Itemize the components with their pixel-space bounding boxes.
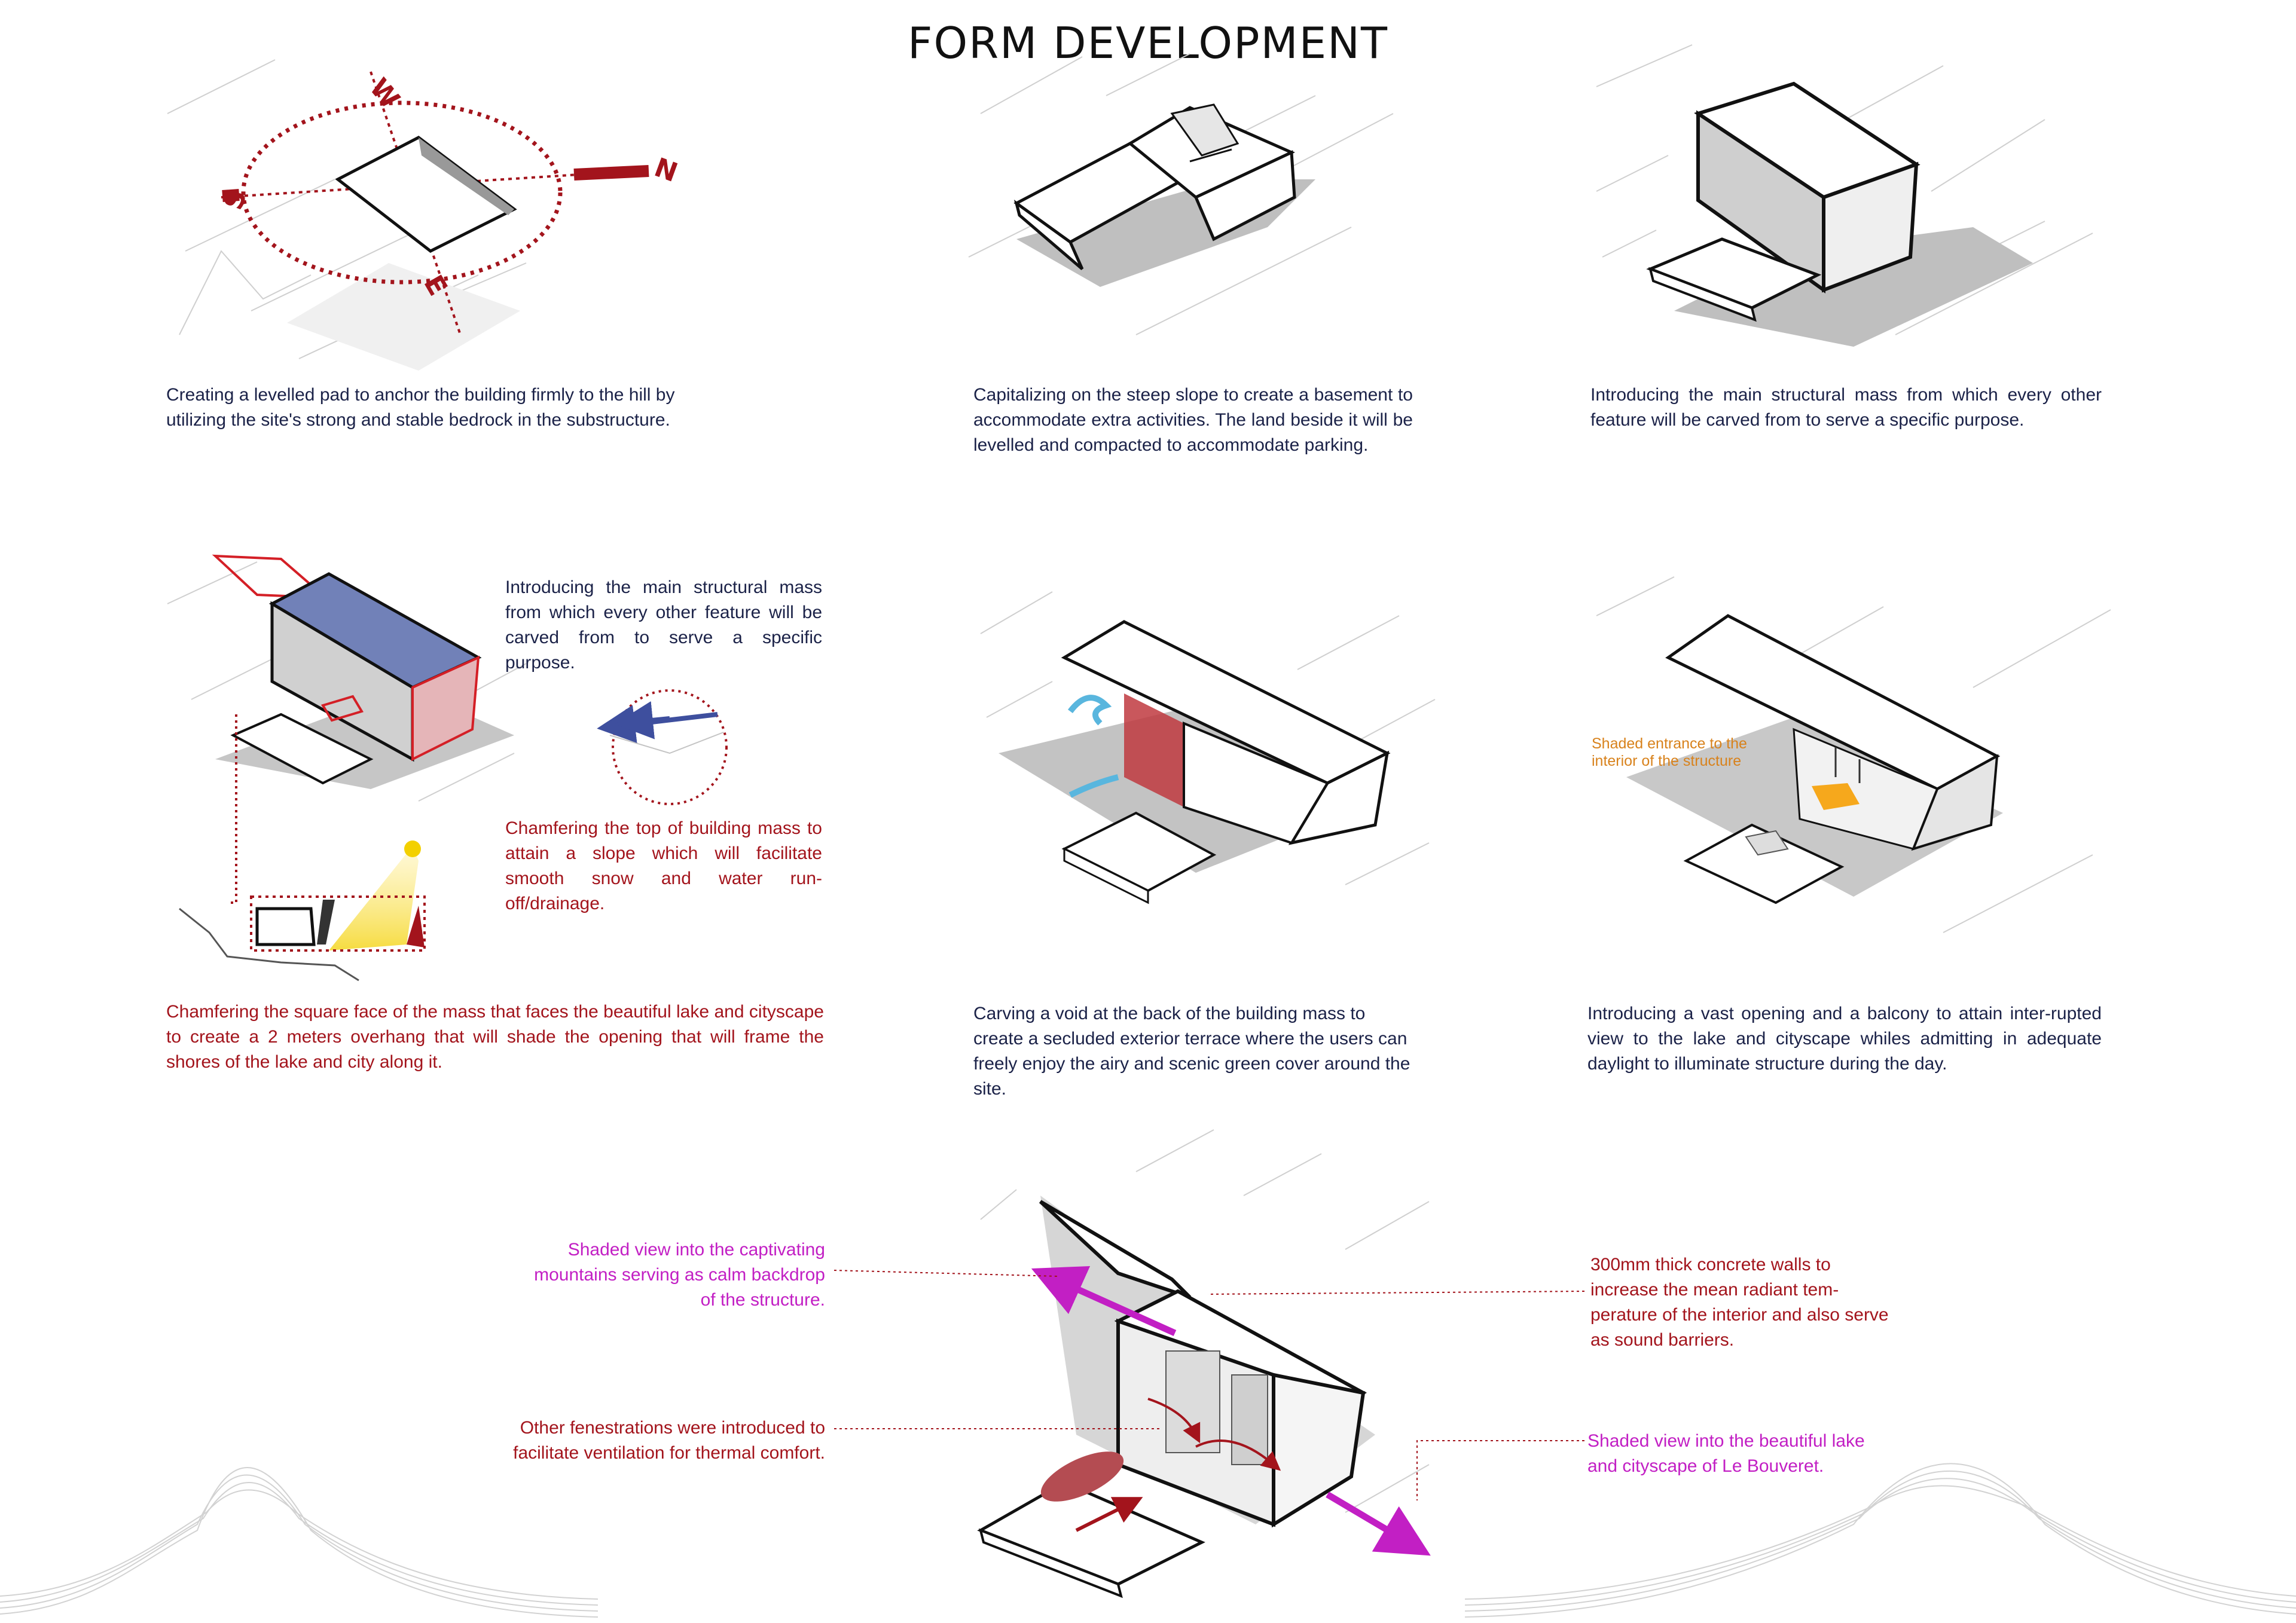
final-lake-view-caption: Shaded view into the beautiful lake and … xyxy=(1587,1431,1865,1476)
step6-caption: Introducing a vast opening and a balcony… xyxy=(1587,1004,2102,1074)
compass-south-label: S xyxy=(218,185,254,213)
step1-levelled-pad-diagram: N S W E xyxy=(167,59,682,371)
compass-north-label: N xyxy=(651,152,682,188)
step3-caption: Introducing the main structural mass fro… xyxy=(1590,385,2102,430)
mountain-contours xyxy=(0,1463,2296,1618)
final-mountain-view-caption: Shaded view into the captivating mountai… xyxy=(534,1240,825,1310)
step5-caption: Carving a void at the back of the buildi… xyxy=(973,1004,1410,1099)
step6-opening-diagram xyxy=(1596,576,2111,933)
step4-chamfer-top-caption: Chamfering the top of building mass to a… xyxy=(505,818,822,913)
final-fenestrations-caption: Other fenestrations were introduced to f… xyxy=(513,1418,825,1463)
step6-entrance-label: Shaded entrance to the interior of the s… xyxy=(1592,735,1747,769)
final-concrete-walls-caption: 300mm thick concrete walls to increase t… xyxy=(1590,1255,1889,1350)
step3-main-mass-diagram xyxy=(1596,44,2093,347)
step4-chamfer-face-caption: Chamfering the square face of the mass t… xyxy=(166,1002,824,1072)
step2-caption: Capitalizing on the steep slope to creat… xyxy=(973,385,1413,455)
compass-labels: N S W E xyxy=(218,73,682,301)
step5-void-diagram xyxy=(980,591,1436,904)
page-title: FORM DEVELOPMENT xyxy=(908,18,1388,68)
step2-basement-diagram xyxy=(968,53,1394,335)
compass-west-label: W xyxy=(364,73,405,115)
final-section-diagram xyxy=(833,1129,1585,1598)
step4-mass-caption: Introducing the main structural mass fro… xyxy=(505,577,822,673)
step4-chamfer-diagram xyxy=(167,554,728,982)
step1-caption: Creating a levelled pad to anchor the bu… xyxy=(166,385,675,430)
